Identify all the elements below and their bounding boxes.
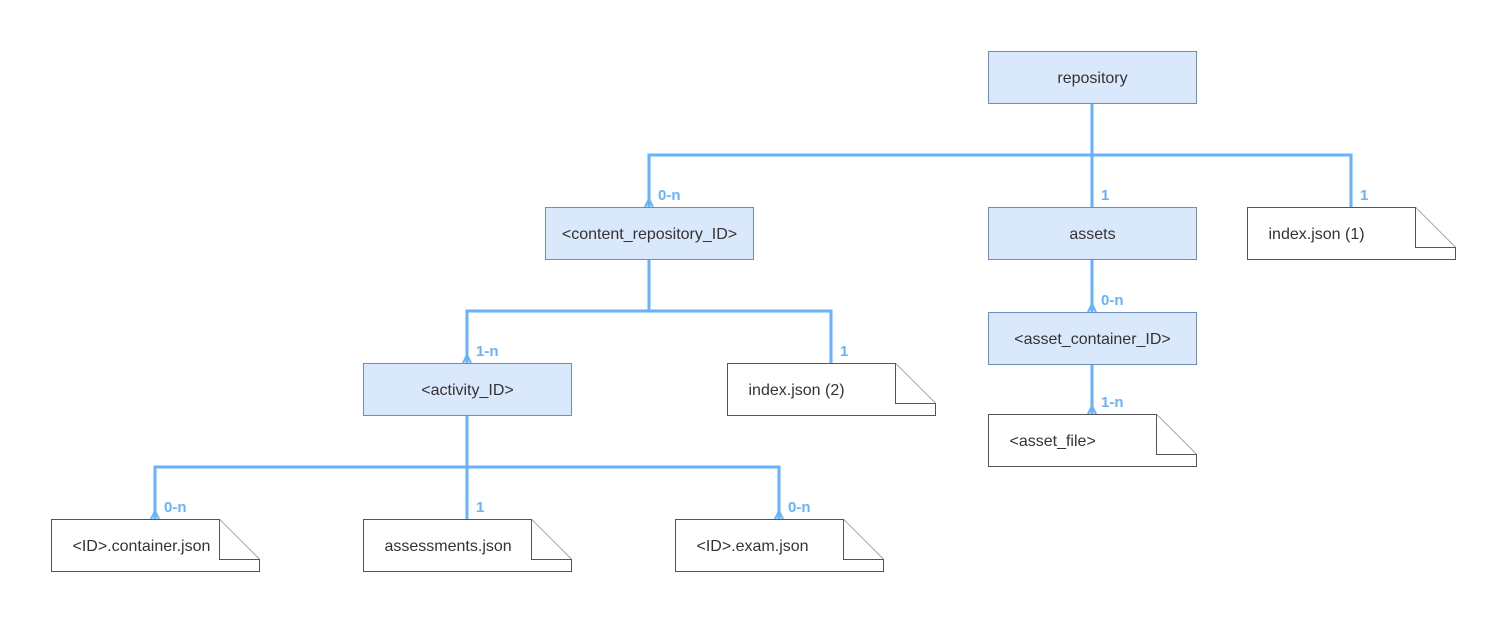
- connector-line: [647, 103, 1094, 207]
- cardinality-label: 1-n: [1101, 394, 1124, 411]
- node-box: [545, 207, 754, 260]
- file-fold: [219, 519, 260, 560]
- connector-line: [465, 415, 781, 519]
- file-shape: [51, 519, 260, 572]
- node-label: assessments.json: [385, 538, 512, 555]
- crow-foot-marker: [150, 507, 160, 520]
- node-box: [988, 207, 1197, 260]
- crow-foot-marker: [1087, 402, 1097, 415]
- connector-line: [1090, 103, 1353, 207]
- node-label: <asset_file>: [1010, 433, 1096, 450]
- node-index-1[interactable]: index.json (1): [1247, 207, 1456, 260]
- file-shape: [363, 519, 572, 572]
- edge-content-repository-to-index-2: 1: [647, 259, 848, 363]
- node-repository[interactable]: repository: [988, 51, 1197, 104]
- node-label: index.json (1): [1269, 226, 1365, 243]
- node-assets[interactable]: assets: [988, 207, 1197, 260]
- node-assessments-json[interactable]: assessments.json: [363, 519, 572, 572]
- file-shape: [727, 363, 936, 416]
- file-shape: [1247, 207, 1456, 260]
- cardinality-label: 1: [1360, 187, 1368, 204]
- node-label: <asset_container_ID>: [1014, 331, 1171, 348]
- node-box: [988, 51, 1197, 104]
- edge-repository-to-content-repository: 0-n: [644, 103, 1094, 208]
- crow-foot-marker: [774, 507, 784, 520]
- node-label: assets: [1069, 226, 1115, 243]
- node-activity[interactable]: <activity_ID>: [363, 363, 572, 416]
- node-asset-container[interactable]: <asset_container_ID>: [988, 312, 1197, 365]
- edge-activity-to-container-json: 0-n: [150, 415, 469, 520]
- edge-activity-to-exam-json: 0-n: [465, 415, 811, 520]
- edges-layer: 0-n 1 1 1-n 1 0-n 1-n 0-n 1 0-n: [150, 103, 1368, 520]
- cardinality-label: 0-n: [788, 499, 811, 516]
- cardinality-label: 0-n: [164, 499, 187, 516]
- crow-foot-marker: [644, 195, 654, 208]
- edge-repository-to-index-1: 1: [1090, 103, 1368, 207]
- file-fold: [843, 519, 884, 560]
- node-label: index.json (2): [749, 382, 845, 399]
- crow-foot-marker: [1087, 300, 1097, 313]
- node-container-json[interactable]: <ID>.container.json: [51, 519, 260, 572]
- crow-foot-marker: [462, 351, 472, 364]
- node-index-2[interactable]: index.json (2): [727, 363, 936, 416]
- cardinality-label: 1: [1101, 187, 1109, 204]
- cardinality-label: 1: [476, 499, 484, 516]
- node-label: <content_repository_ID>: [562, 226, 737, 243]
- node-exam-json[interactable]: <ID>.exam.json: [675, 519, 884, 572]
- file-fold: [895, 363, 936, 404]
- cardinality-label: 0-n: [1101, 292, 1124, 309]
- node-asset-file[interactable]: <asset_file>: [988, 414, 1197, 467]
- connector-line: [647, 259, 833, 363]
- node-box: [363, 363, 572, 416]
- edge-assets-to-asset-container: 0-n: [1087, 259, 1124, 313]
- node-content-repository[interactable]: <content_repository_ID>: [545, 207, 754, 260]
- file-shape: [988, 414, 1197, 467]
- file-shape: [675, 519, 884, 572]
- cardinality-label: 1: [840, 343, 848, 360]
- node-label: <ID>.container.json: [73, 538, 211, 555]
- connector-line: [153, 415, 469, 519]
- nodes-layer: repository <content_repository_ID> assets i…: [51, 51, 1456, 572]
- cardinality-label: 1-n: [476, 343, 499, 360]
- file-fold: [531, 519, 572, 560]
- edge-asset-container-to-asset-file: 1-n: [1087, 364, 1124, 415]
- node-label: <activity_ID>: [421, 382, 513, 399]
- cardinality-label: 0-n: [658, 187, 681, 204]
- file-fold: [1415, 207, 1456, 248]
- edge-content-repository-to-activity: 1-n: [462, 259, 651, 364]
- node-label: <ID>.exam.json: [697, 538, 809, 555]
- node-box: [988, 312, 1197, 365]
- node-label: repository: [1057, 70, 1127, 87]
- file-fold: [1156, 414, 1197, 455]
